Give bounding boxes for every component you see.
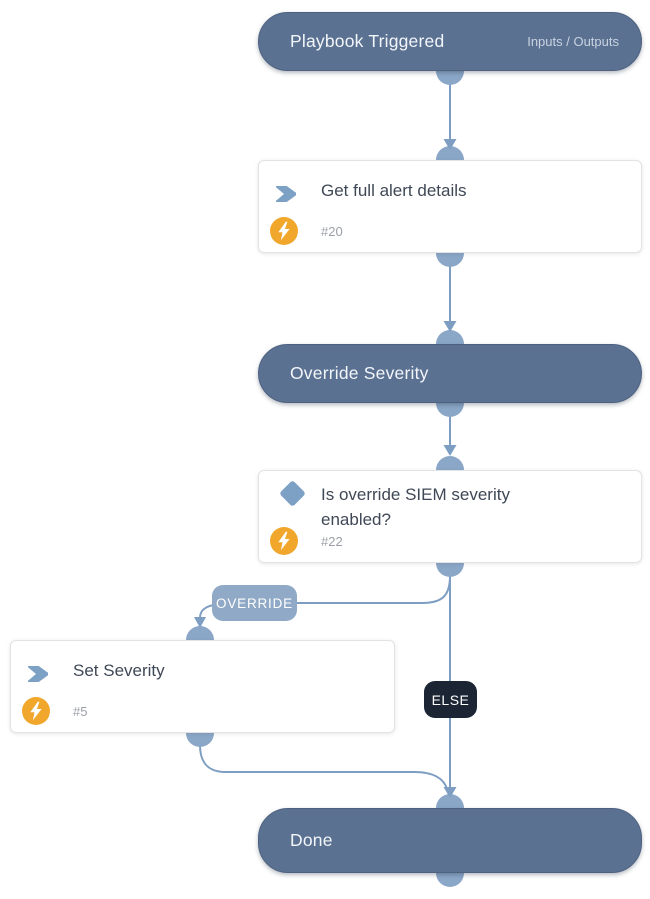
automation-bolt-icon <box>22 697 50 725</box>
arrowhead <box>443 139 457 150</box>
node-title: Override Severity <box>290 363 429 383</box>
task-id: #5 <box>73 704 88 719</box>
arrowhead <box>443 445 457 456</box>
node-playbook-triggered[interactable]: Playbook Triggered Inputs / Outputs <box>258 12 642 71</box>
condition-is-override-siem-severity-enabled[interactable]: Is override SIEM severity enabled? #22 <box>258 470 642 563</box>
branch-label-override: OVERRIDE <box>212 585 297 621</box>
task-set-severity[interactable]: Set Severity #5 <box>10 640 395 733</box>
edge-task-to-done <box>199 744 448 790</box>
chevron-right-icon <box>28 666 48 682</box>
automation-bolt-icon <box>270 217 298 245</box>
task-title: Set Severity <box>73 661 165 680</box>
automation-bolt-icon <box>270 527 298 555</box>
arrowhead <box>194 617 206 628</box>
edge-override-to-task <box>199 604 215 619</box>
task-id: #22 <box>321 534 343 549</box>
node-title: Playbook Triggered <box>290 31 445 51</box>
condition-title: Is override SIEM severity enabled? <box>321 485 510 529</box>
arrowhead <box>443 321 457 332</box>
node-title: Done <box>290 830 333 850</box>
node-override-severity-section[interactable]: Override Severity <box>258 344 642 403</box>
branch-label-else: ELSE <box>424 681 477 718</box>
task-title: Get full alert details <box>321 181 467 200</box>
task-id: #20 <box>321 224 343 239</box>
arrowheads <box>194 139 457 798</box>
inputs-outputs-link[interactable]: Inputs / Outputs <box>527 34 619 49</box>
task-get-full-alert-details[interactable]: Get full alert details #20 <box>258 160 642 253</box>
condition-diamond-icon <box>279 480 306 507</box>
edge-override-branch <box>297 575 451 604</box>
node-done[interactable]: Done <box>258 808 642 873</box>
arrowhead <box>443 787 457 798</box>
chevron-right-icon <box>276 186 296 202</box>
